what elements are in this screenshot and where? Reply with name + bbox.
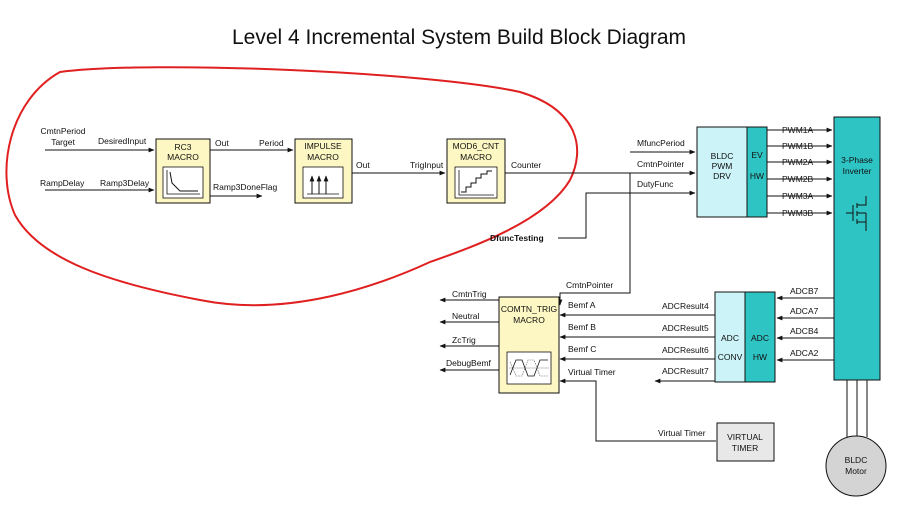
comtn-trig-macro-block: COMTN_TRIG MACRO — [498, 296, 560, 394]
counter-label: Counter — [511, 160, 541, 170]
virtual-timer-in-label: Virtual Timer — [568, 367, 616, 377]
bldc-pwm-drv-line3: DRV — [713, 171, 731, 181]
rc3-out-label: Out — [215, 138, 229, 148]
mfunc-period-label: MfuncPeriod — [637, 138, 685, 148]
pwm2a-label: PWM2A — [782, 157, 814, 167]
cmtn-pointer-mid-label: CmtnPointer — [566, 280, 613, 290]
adc-hw-line1: ADC — [751, 333, 769, 343]
adc-result4-label: ADCResult4 — [662, 301, 709, 311]
adc-conv-line1: ADC — [721, 333, 739, 343]
bldc-motor: BLDC Motor — [825, 435, 887, 497]
bemf-a-label: Bemf A — [568, 300, 596, 310]
impulse-subtitle: MACRO — [307, 152, 339, 162]
hw-label: HW — [750, 171, 764, 181]
adca7-label: ADCA7 — [790, 306, 819, 316]
pwm1b-label: PWM1B — [782, 141, 814, 151]
bemf-c-label: Bemf C — [568, 344, 596, 354]
mod6-title: MOD6_CNT — [453, 141, 500, 151]
impulse-out-label: Out — [356, 160, 370, 170]
ev-label: EV — [751, 150, 763, 160]
rc3-macro-block: RC3 MACRO — [155, 138, 211, 204]
virtual-timer-line1: VIRTUAL — [727, 432, 763, 442]
adcb4-label: ADCB4 — [790, 326, 819, 336]
motor-line1: BLDC — [845, 455, 868, 465]
comtn-subtitle: MACRO — [513, 315, 545, 325]
adca2-label: ADCA2 — [790, 348, 819, 358]
mod6-cnt-macro-block: MOD6_CNT MACRO — [446, 138, 506, 204]
adc-result-wires — [559, 312, 715, 384]
bemf-waveform-icon — [506, 351, 552, 385]
desired-input-label: DesiredInput — [98, 136, 147, 146]
bldc-pwm-drv-line2: PWM — [712, 161, 733, 171]
ramp-down-icon — [162, 166, 204, 199]
debug-bemf-label: DebugBemf — [446, 358, 492, 368]
motor-line2: Motor — [845, 466, 867, 476]
bldc-pwm-drv-block: BLDC PWM DRV EV HW — [696, 126, 768, 218]
trig-input-label: TrigInput — [410, 160, 444, 170]
staircase-icon — [454, 166, 498, 199]
inverter-line2: Inverter — [843, 166, 872, 176]
mosfet-icon — [846, 196, 867, 231]
pwm2b-label: PWM2B — [782, 174, 814, 184]
cmtn-period-label: CmtnPeriod — [41, 126, 86, 136]
neutral-label: Neutral — [452, 311, 480, 321]
inverter-line1: 3-Phase — [841, 155, 873, 165]
pwm3b-label: PWM3B — [782, 208, 814, 218]
virtual-timer-out-label: Virtual Timer — [658, 428, 706, 438]
virtual-timer-block: VIRTUAL TIMER — [716, 422, 775, 462]
diagram-title: Level 4 Incremental System Build Block D… — [231, 26, 687, 49]
rc3-title: RC3 — [174, 142, 191, 152]
adc-hw-line2: HW — [753, 352, 767, 362]
ramp3-delay-label: Ramp3Delay — [100, 178, 150, 188]
mod6-subtitle: MACRO — [460, 152, 492, 162]
impulse-title: IMPULSE — [304, 141, 342, 151]
adc-conv-block: ADC CONV ADC HW — [714, 291, 776, 383]
adcb7-label: ADCB7 — [790, 286, 819, 296]
rc3-subtitle: MACRO — [167, 152, 199, 162]
cmtn-pointer-top-label: CmtnPointer — [637, 159, 684, 169]
pwm3a-label: PWM3A — [782, 191, 814, 201]
adc-result5-label: ADCResult5 — [662, 323, 709, 333]
impulse-train-icon — [302, 166, 344, 199]
dfunc-testing-label: DfuncTesting — [490, 233, 544, 243]
pwm1a-label: PWM1A — [782, 125, 814, 135]
pwm-wires — [767, 127, 833, 216]
virtual-timer-line2: TIMER — [732, 443, 758, 453]
cmtn-trig-label: CmtnTrig — [452, 289, 487, 299]
virtual-timer-wire — [559, 378, 716, 442]
adc-channel-wires — [776, 295, 834, 363]
period-label: Period — [259, 138, 284, 148]
ramp3-done-flag-label: Ramp3DoneFlag — [213, 182, 278, 192]
adc-result6-label: ADCResult6 — [662, 345, 709, 355]
ramp-delay-label: RampDelay — [40, 178, 85, 188]
comtn-output-wires — [439, 297, 499, 373]
bemf-b-label: Bemf B — [568, 322, 596, 332]
zc-trig-label: ZcTrig — [452, 335, 476, 345]
top-chain-wires — [45, 147, 696, 306]
duty-func-label: DutyFunc — [637, 179, 674, 189]
target-label: Target — [51, 137, 75, 147]
bldc-pwm-drv-line1: BLDC — [711, 151, 734, 161]
three-phase-inverter-block: 3-Phase Inverter — [833, 116, 881, 381]
adc-result7-label: ADCResult7 — [662, 366, 709, 376]
adc-conv-line2: CONV — [718, 352, 743, 362]
comtn-title: COMTN_TRIG — [501, 304, 557, 314]
highlight-outline — [5, 66, 579, 307]
motor-wires — [846, 380, 868, 437]
impulse-macro-block: IMPULSE MACRO — [294, 138, 353, 204]
